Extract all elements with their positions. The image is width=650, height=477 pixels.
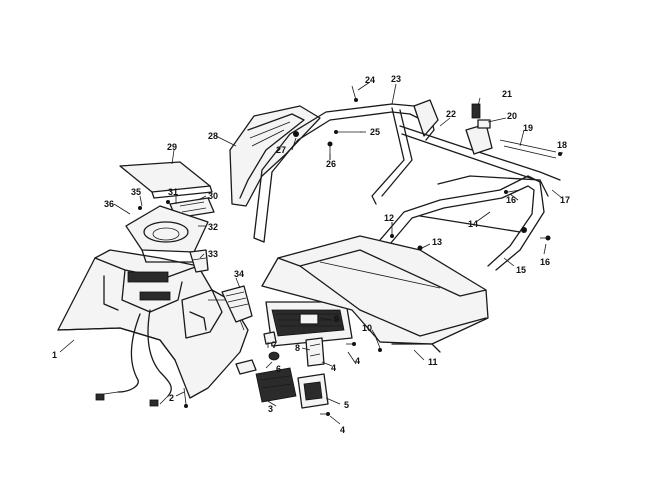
callout-4-a: 4 [355, 356, 361, 366]
part-22-rear-frame [371, 107, 561, 205]
part-23-tube-frame [253, 99, 439, 243]
callout-2: 2 [169, 393, 175, 403]
callout-25: 25 [370, 127, 381, 137]
callout-20: 20 [507, 111, 518, 121]
part-8-bracket [305, 337, 325, 367]
callout-16-b: 16 [540, 257, 551, 267]
callout-6: 6 [276, 364, 282, 374]
callout-18: 18 [557, 140, 568, 150]
callout-26: 26 [326, 159, 337, 169]
callout-24: 24 [365, 75, 376, 85]
callout-8: 8 [295, 343, 301, 353]
part-28-side-guard [229, 105, 321, 207]
part-1-console-housing [57, 249, 249, 407]
hardware-fasteners [138, 85, 562, 416]
part-11-lower-tray [261, 235, 489, 353]
callout-29: 29 [167, 142, 178, 152]
callout-5: 5 [344, 400, 350, 410]
callout-4-c: 4 [340, 425, 346, 435]
part-34-side-panel [221, 285, 253, 323]
callout-7: 7 [272, 340, 278, 350]
callout-11: 11 [428, 357, 438, 367]
callout-15: 15 [516, 265, 527, 275]
callout-16-a: 16 [506, 195, 517, 205]
part-6-knob [235, 351, 280, 375]
callout-28: 28 [208, 131, 219, 141]
part-3-reflector [255, 367, 297, 403]
callout-17: 17 [560, 195, 571, 205]
part-7-knob [263, 331, 277, 345]
callout-19: 19 [523, 123, 534, 133]
callout-34: 34 [234, 269, 245, 279]
callout-35: 35 [131, 187, 142, 197]
callout-13: 13 [432, 237, 443, 247]
callout-30: 30 [208, 191, 219, 201]
callout-32: 32 [208, 222, 219, 232]
callout-1: 1 [52, 350, 58, 360]
callout-22: 22 [446, 109, 457, 119]
callout-9: 9 [334, 314, 340, 324]
callout-33: 33 [208, 249, 219, 259]
callout-21: 21 [502, 89, 513, 99]
callout-14: 14 [468, 219, 479, 229]
part-36-dash-tray [125, 205, 209, 263]
callout-4-b: 4 [331, 363, 337, 373]
part-33-mount [189, 249, 209, 273]
part-29-cover [119, 161, 213, 199]
callout-12: 12 [384, 213, 395, 223]
callout-leader-lines [59, 81, 563, 425]
callout-36: 36 [104, 199, 115, 209]
callout-10: 10 [362, 323, 373, 333]
callout-27: 27 [276, 145, 287, 155]
callout-31: 31 [168, 187, 179, 197]
callout-23: 23 [391, 74, 402, 84]
part-5-plate [297, 373, 329, 409]
callout-3: 3 [268, 404, 274, 414]
